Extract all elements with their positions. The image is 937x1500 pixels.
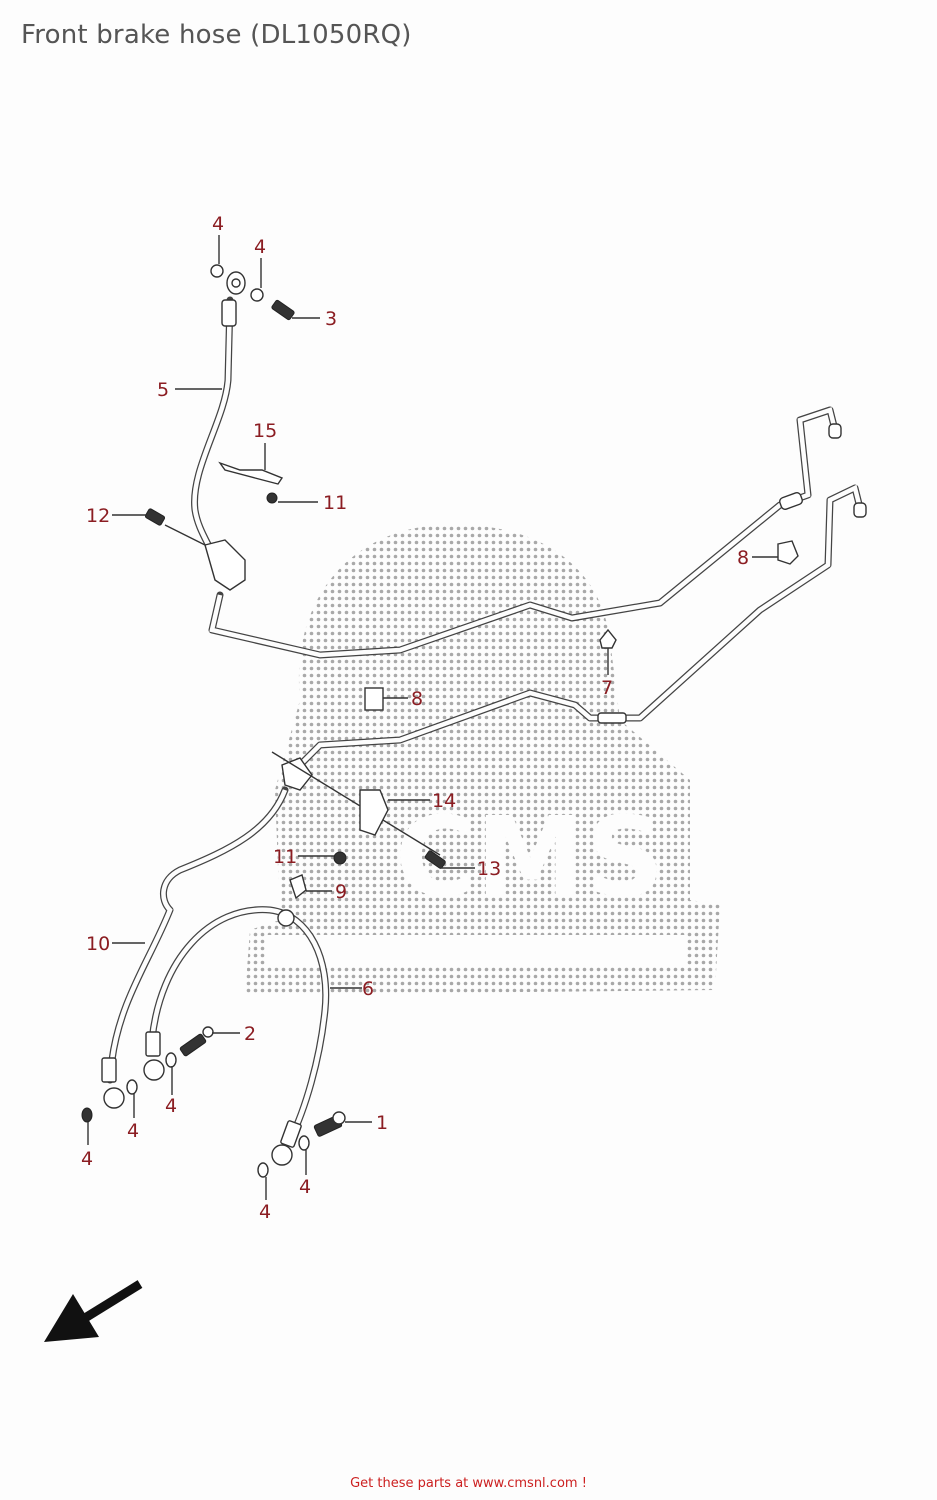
footer-link[interactable]: Get these parts at www.cmsnl.com !: [350, 1476, 587, 1491]
svg-text:4: 4: [127, 1120, 139, 1142]
callout-6[interactable]: 6: [330, 978, 374, 1000]
callout-4e[interactable]: 4: [81, 1122, 93, 1170]
svg-text:4: 4: [212, 213, 224, 235]
callout-4d[interactable]: 4: [127, 1093, 139, 1142]
brake-hose-10: [101, 786, 289, 1109]
svg-text:13: 13: [477, 858, 501, 880]
callout-11b[interactable]: 11: [273, 846, 334, 868]
callout-10[interactable]: 10: [86, 933, 145, 955]
callout-15[interactable]: 15: [253, 420, 277, 470]
callout-4a[interactable]: 4: [212, 213, 224, 264]
svg-text:4: 4: [299, 1176, 311, 1198]
callout-8b[interactable]: 8: [383, 688, 423, 710]
callout-4g[interactable]: 4: [299, 1150, 311, 1198]
svg-text:11: 11: [323, 492, 347, 514]
callout-3[interactable]: 3: [292, 308, 337, 330]
svg-text:12: 12: [86, 505, 110, 527]
svg-text:4: 4: [254, 236, 266, 258]
callout-14[interactable]: 14: [388, 790, 456, 812]
svg-text:8: 8: [737, 547, 749, 569]
svg-text:4: 4: [81, 1148, 93, 1170]
callout-7[interactable]: 7: [601, 648, 613, 699]
brake-hose-6: [143, 906, 330, 1166]
svg-text:2: 2: [244, 1023, 256, 1045]
callout-12[interactable]: 12: [86, 505, 206, 546]
callout-9[interactable]: 9: [306, 881, 347, 903]
svg-text:11: 11: [273, 846, 297, 868]
svg-text:9: 9: [335, 881, 347, 903]
callout-4f[interactable]: 4: [259, 1177, 271, 1223]
brake-pipe-lower: [296, 484, 867, 769]
joint-block: [281, 757, 313, 791]
callout-2[interactable]: 2: [212, 1023, 256, 1045]
callout-8a[interactable]: 8: [737, 547, 778, 569]
svg-text:1: 1: [376, 1112, 388, 1134]
brake-pipe-upper: [208, 406, 842, 659]
svg-text:4: 4: [165, 1095, 177, 1117]
svg-text:10: 10: [86, 933, 110, 955]
watermark-logo: CMS: [245, 524, 720, 995]
svg-text:14: 14: [432, 790, 456, 812]
svg-text:5: 5: [157, 379, 169, 401]
svg-text:8: 8: [411, 688, 423, 710]
callout-4c[interactable]: 4: [165, 1066, 177, 1117]
svg-text:3: 3: [325, 308, 337, 330]
svg-text:6: 6: [362, 978, 374, 1000]
svg-text:4: 4: [259, 1201, 271, 1223]
front-direction-arrow-icon: [44, 1280, 143, 1342]
callout-11a[interactable]: 11: [278, 492, 347, 514]
callout-4b[interactable]: 4: [254, 236, 266, 288]
callout-5[interactable]: 5: [157, 379, 222, 401]
callout-labels: 4 4 3 5 15 11 12 8 7 8 14 11 13 9 10 6 2…: [81, 213, 778, 1223]
callout-13[interactable]: 13: [440, 858, 501, 880]
brake-hose-5: [191, 271, 246, 591]
small-parts: [81, 264, 799, 1178]
callout-1[interactable]: 1: [345, 1112, 388, 1134]
svg-text:7: 7: [601, 677, 613, 699]
page-title: Front brake hose (DL1050RQ): [21, 20, 412, 50]
svg-text:15: 15: [253, 420, 277, 442]
